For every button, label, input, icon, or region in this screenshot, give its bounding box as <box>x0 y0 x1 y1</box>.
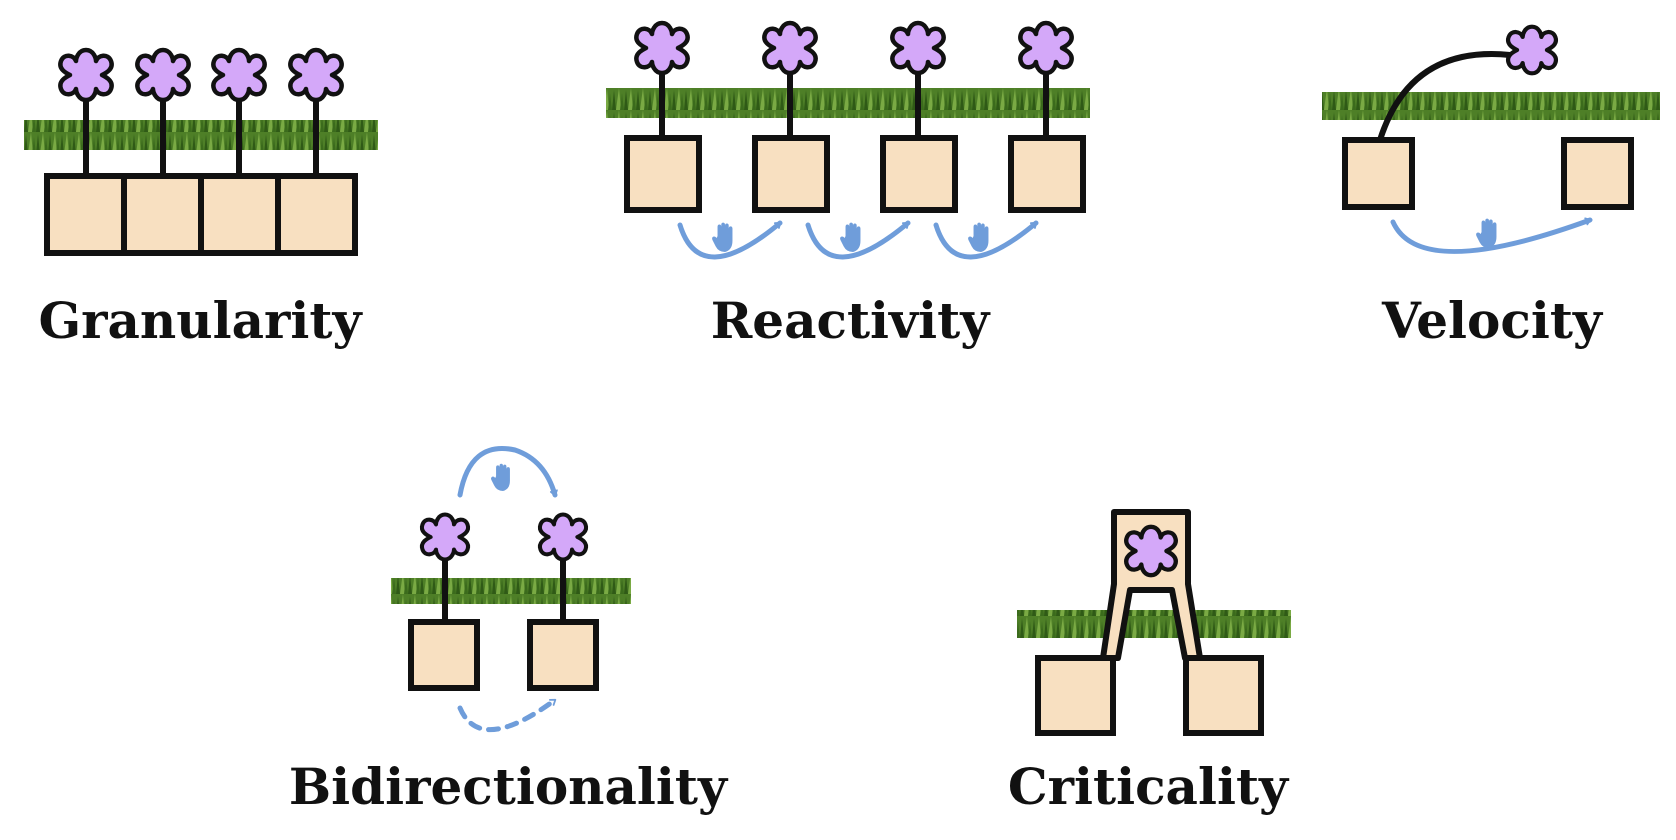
box <box>198 173 281 256</box>
stems <box>442 555 566 622</box>
grass-strip <box>1322 92 1660 120</box>
bidirectionality-panel: Bidirectionality <box>289 446 729 816</box>
flower-icon <box>137 50 188 100</box>
bidirectionality-label: Bidirectionality <box>289 757 729 816</box>
criticality-label: Criticality <box>1008 757 1290 816</box>
hand-icon <box>491 463 510 491</box>
hand-icon <box>840 222 861 252</box>
box <box>1008 135 1086 213</box>
flower-icon <box>636 23 687 73</box>
flower-icon <box>422 515 468 560</box>
hand-icon <box>712 222 733 252</box>
box <box>1035 655 1116 736</box>
reactivity-label: Reactivity <box>711 291 991 350</box>
box <box>527 619 599 691</box>
flower-icon <box>1126 527 1176 575</box>
hand-icon <box>968 222 989 252</box>
grass-strip <box>24 120 378 150</box>
stem-curve <box>1377 51 1511 141</box>
criticality-panel: Criticality <box>1008 509 1291 816</box>
grass-strip <box>606 88 1090 118</box>
flower-icon <box>764 23 815 73</box>
velocity-panel: Velocity <box>1322 27 1660 350</box>
velocity-label: Velocity <box>1381 291 1604 350</box>
arrow <box>1390 217 1593 254</box>
grass-strip <box>1017 610 1291 638</box>
granularity-label: Granularity <box>38 291 363 350</box>
flower-icon <box>892 23 943 73</box>
flower-icon <box>290 50 341 100</box>
granularity-panel: Granularity <box>24 50 378 350</box>
box <box>1342 137 1415 210</box>
flower-icon <box>540 515 586 560</box>
hand-icon <box>1476 218 1497 248</box>
arrow <box>805 220 911 260</box>
box <box>624 135 702 213</box>
reactivity-arrows <box>677 220 1039 260</box>
reactivity-panel: Reactivity <box>606 23 1090 350</box>
box <box>408 619 480 691</box>
bridge-structure <box>1100 509 1203 661</box>
box <box>275 173 358 256</box>
flower-icon <box>1508 27 1556 74</box>
box <box>880 135 958 213</box>
arrow-top <box>457 446 558 498</box>
box <box>121 173 204 256</box>
arrow <box>933 220 1039 260</box>
arrow <box>677 220 783 260</box>
arrow-bottom-dashed <box>457 697 558 732</box>
flower-icon <box>213 50 264 100</box>
grass-strip <box>391 578 631 604</box>
box <box>752 135 830 213</box>
box <box>1561 137 1634 210</box>
flower-icon <box>60 50 111 100</box>
flower-icon <box>1020 23 1071 73</box>
box <box>44 173 127 256</box>
box <box>1183 655 1264 736</box>
